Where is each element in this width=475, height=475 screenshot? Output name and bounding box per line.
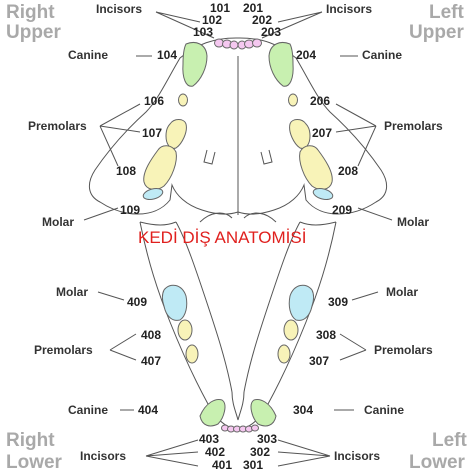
tooth-407: [185, 344, 199, 364]
number-302: 302: [250, 445, 270, 459]
number-404: 404: [138, 403, 158, 417]
tooth-106: [178, 93, 188, 107]
tooth-307: [277, 344, 291, 364]
lower-incisors: [221, 424, 259, 433]
label-incisors-lower-left: Incisors: [334, 449, 380, 463]
label-canine-upper-right: Canine: [68, 48, 108, 62]
number-201: 201: [243, 1, 263, 15]
lower-symphysis: [231, 391, 245, 421]
quadrant-left-upper-line2: Upper: [409, 22, 465, 43]
number-108: 108: [116, 164, 136, 178]
label-premolars-upper-left: Premolars: [384, 119, 443, 133]
number-202: 202: [252, 13, 272, 27]
quadrant-left-lower-line1: Left: [432, 430, 468, 451]
tooth-209: [312, 188, 334, 200]
tooth-409: [162, 284, 188, 321]
number-107: 107: [142, 126, 162, 140]
number-407: 407: [141, 354, 161, 368]
number-203: 203: [261, 25, 281, 39]
tooth-304: [250, 399, 277, 427]
quadrant-left-upper-line1: Left: [429, 2, 465, 23]
number-402: 402: [205, 445, 225, 459]
diagram-title: KEDİ DİŞ ANATOMİSİ: [138, 228, 306, 247]
label-incisors-upper-right: Incisors: [96, 2, 142, 16]
quadrant-left-lower-line2: Lower: [409, 452, 466, 473]
number-102: 102: [202, 13, 222, 27]
number-309: 309: [328, 295, 348, 309]
palatine-fissure-left: [203, 149, 216, 165]
number-303: 303: [257, 432, 277, 446]
tooth-206: [288, 93, 298, 107]
tooth-204: [268, 42, 294, 87]
label-canine-upper-left: Canine: [362, 48, 402, 62]
tooth-309: [288, 284, 314, 321]
tooth-108: [143, 145, 177, 190]
label-canine-lower-right: Canine: [68, 403, 108, 417]
tooth-303: [251, 424, 259, 432]
tooth-404: [199, 399, 226, 427]
number-204: 204: [296, 48, 316, 62]
label-premolars-upper-right: Premolars: [28, 119, 87, 133]
label-canine-lower-left: Canine: [364, 403, 404, 417]
number-208: 208: [338, 164, 358, 178]
quadrant-right-lower-line2: Lower: [6, 452, 63, 473]
label-molar-lower-right: Molar: [56, 285, 88, 299]
tooth-208: [299, 145, 333, 190]
upper-incisors: [214, 38, 262, 50]
leader-lines: [83, 11, 393, 467]
tooth-109: [142, 188, 164, 200]
number-308: 308: [316, 328, 336, 342]
label-molar-lower-left: Molar: [386, 285, 418, 299]
number-403: 403: [199, 432, 219, 446]
palatine-fissure-right: [260, 149, 273, 165]
number-109: 109: [120, 203, 140, 217]
quadrant-right-upper-line2: Upper: [6, 22, 62, 43]
label-incisors-upper-left: Incisors: [326, 2, 372, 16]
number-206: 206: [310, 94, 330, 108]
number-104: 104: [157, 48, 177, 62]
tooth-104: [182, 42, 208, 87]
number-207: 207: [312, 126, 332, 140]
number-103: 103: [193, 25, 213, 39]
number-401: 401: [212, 458, 232, 472]
quadrant-right-lower-line1: Right: [6, 430, 55, 451]
label-premolars-lower-right: Premolars: [34, 343, 93, 357]
label-incisors-lower-right: Incisors: [80, 449, 126, 463]
number-101: 101: [210, 1, 230, 15]
number-106: 106: [144, 94, 164, 108]
number-409: 409: [127, 295, 147, 309]
number-209: 209: [332, 203, 352, 217]
quadrant-right-upper-line1: Right: [6, 2, 55, 23]
number-304: 304: [293, 403, 313, 417]
tooth-101: [229, 40, 239, 50]
tooth-408: [177, 319, 193, 341]
tooth-308: [283, 319, 299, 341]
number-408: 408: [141, 328, 161, 342]
label-molar-upper-left: Molar: [397, 215, 429, 229]
tooth-207: [289, 119, 311, 149]
number-307: 307: [309, 354, 329, 368]
tooth-203: [252, 38, 262, 48]
label-premolars-lower-left: Premolars: [374, 343, 433, 357]
tooth-107: [165, 119, 187, 149]
number-301: 301: [243, 458, 263, 472]
label-molar-upper-right: Molar: [42, 215, 74, 229]
